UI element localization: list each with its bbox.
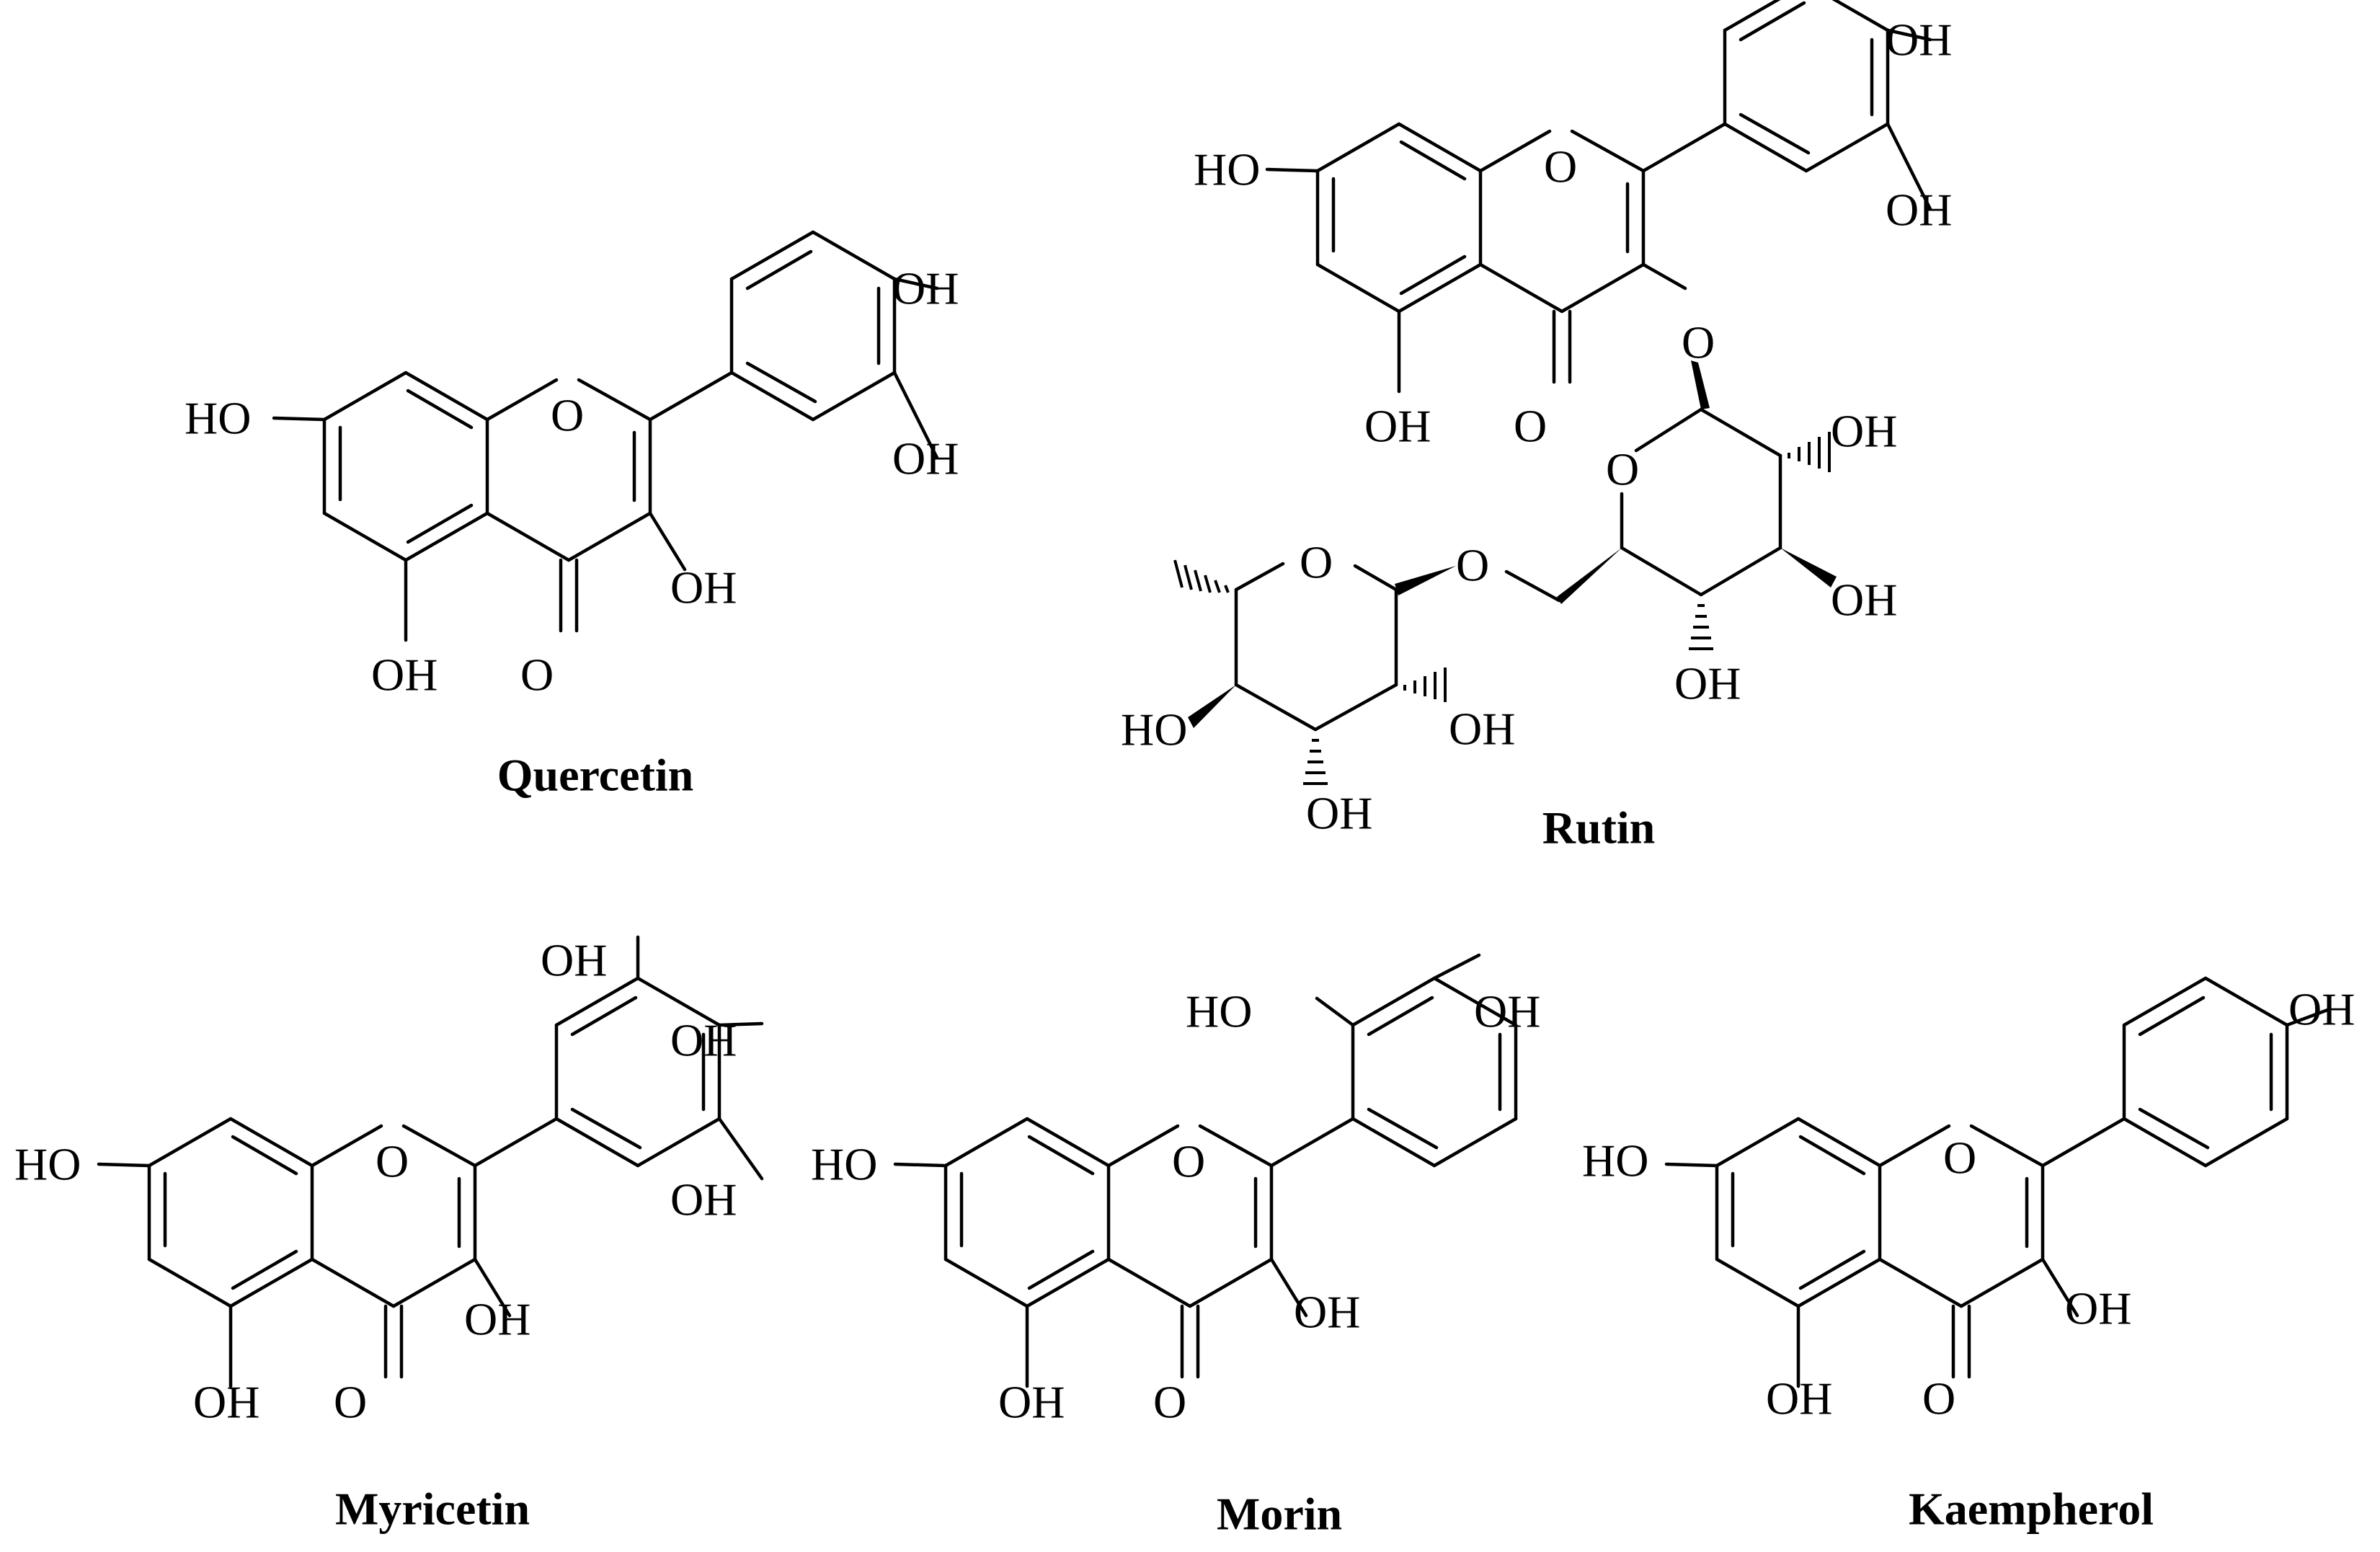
label-o4: O [334, 1377, 367, 1428]
kaempherol-bonds [1664, 976, 2332, 1388]
myricetin-bonds [97, 935, 764, 1388]
molecule-morin: HO O HO OH OH OH O Morin [811, 953, 1540, 1540]
label-o1: O [551, 390, 584, 441]
name-quercetin: Quercetin [497, 750, 694, 801]
rutin-sugar-bonds [1173, 360, 1837, 785]
label-oh3: OH [2065, 1283, 2131, 1334]
label-ho7: HO [811, 1139, 877, 1190]
label-o4: O [1153, 1377, 1186, 1428]
label-oh3p: OH [892, 263, 959, 314]
label-oh3: OH [464, 1294, 530, 1345]
name-morin: Morin [1217, 1489, 1342, 1540]
molecule-myricetin: HO O OH OH OH OH OH O Myricetin [14, 935, 764, 1535]
label-o4: O [1514, 401, 1547, 452]
label-oh5: OH [193, 1377, 259, 1428]
label-ho7: HO [1582, 1135, 1648, 1187]
name-myricetin: Myricetin [335, 1484, 530, 1535]
label-oh4p: OH [2288, 984, 2355, 1035]
label-glucose-c2-oh: OH [1831, 406, 1897, 457]
molecule-kaempherol: HO O OH OH OH O Kaempherol [1582, 976, 2355, 1535]
label-rhamnose-c4-oh: HO [1121, 704, 1187, 755]
label-oh4p: OH [1886, 14, 1952, 66]
label-o1: O [1172, 1136, 1205, 1187]
label-rhamnose-c2-oh: OH [1449, 704, 1515, 755]
label-link-o: O [1456, 540, 1489, 591]
label-o1: O [1544, 141, 1577, 192]
label-oh5p: OH [670, 1174, 737, 1225]
quercetin-bonds [272, 230, 939, 642]
molecule-quercetin: HO O OH OH OH OH O Quercetin [185, 230, 959, 801]
label-glucose-c3-oh: OH [1831, 575, 1897, 626]
label-oh5: OH [1766, 1373, 1832, 1424]
label-rhamnose-ring-o: O [1300, 537, 1333, 588]
label-oh5: OH [371, 649, 438, 701]
label-oh3p: OH [1886, 185, 1952, 236]
label-oh4p: OH [1474, 986, 1540, 1037]
label-oh4p: OH [892, 433, 959, 484]
label-oh3: OH [1294, 1287, 1360, 1338]
label-o4: O [520, 649, 554, 701]
label-oh2p: HO [1186, 986, 1252, 1037]
name-kaempherol: Kaempherol [1909, 1484, 2154, 1535]
label-ho7: HO [185, 393, 251, 444]
rutin-aglycone-bonds [1265, 0, 1932, 394]
label-oh5: OH [998, 1377, 1065, 1428]
label-oh5: OH [1364, 401, 1431, 452]
label-rhamnose-c3-oh: OH [1306, 788, 1372, 839]
label-oh3: OH [670, 562, 737, 613]
molecule-rutin: HO O OH OH OH O [1121, 0, 1952, 853]
label-o1: O [376, 1136, 409, 1187]
label-oh3p: OH [541, 935, 607, 986]
label-o4: O [1922, 1373, 1955, 1424]
morin-bonds [893, 953, 1518, 1388]
label-oh4p: OH [670, 1015, 737, 1066]
label-o1: O [1943, 1132, 1976, 1184]
label-glucose-c4-oh: OH [1674, 658, 1741, 709]
label-glucose-ring-o: O [1606, 444, 1639, 495]
label-ho7: HO [14, 1139, 81, 1190]
name-rutin: Rutin [1542, 802, 1656, 853]
label-ho7: HO [1194, 144, 1260, 195]
label-gly-o: O [1682, 317, 1715, 368]
